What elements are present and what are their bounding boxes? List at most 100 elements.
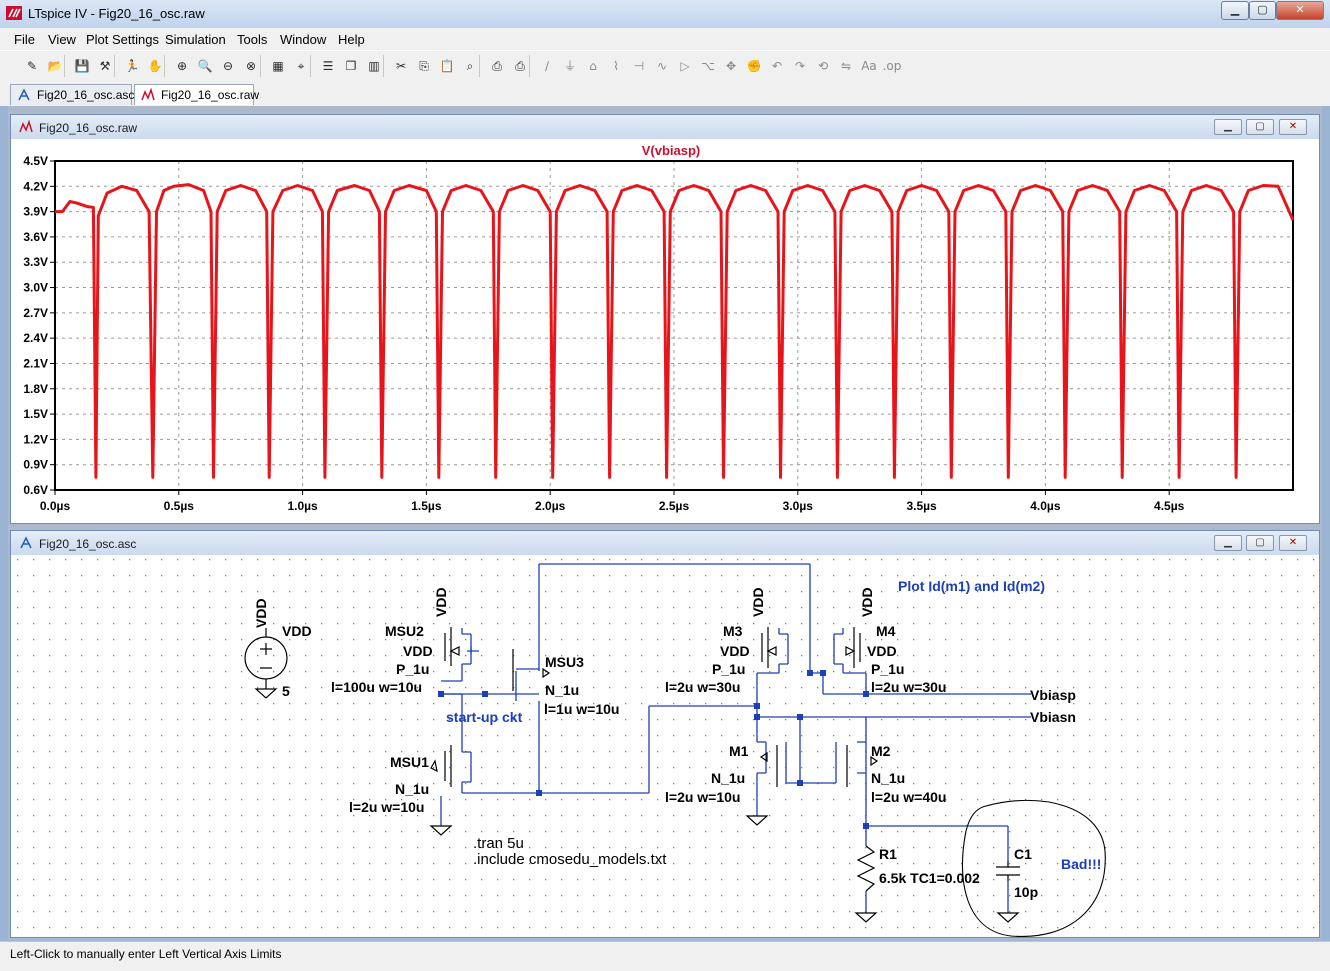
menu-tools[interactable]: Tools bbox=[237, 32, 268, 47]
m3-model[interactable]: P_1u bbox=[712, 661, 745, 677]
m4-model[interactable]: P_1u bbox=[871, 661, 904, 677]
y-tick-label[interactable]: 3.9V bbox=[23, 205, 48, 219]
msu1-model[interactable]: N_1u bbox=[395, 781, 429, 797]
diode-icon[interactable]: ▷ bbox=[680, 59, 690, 73]
msu3-name[interactable]: MSU3 bbox=[545, 654, 584, 670]
control-panel-icon[interactable]: ⚒ bbox=[99, 59, 111, 73]
waveform-maximize-button[interactable]: ▢ bbox=[1246, 119, 1274, 135]
pan-icon[interactable]: ✋ bbox=[147, 59, 163, 73]
y-tick-label[interactable]: 0.9V bbox=[23, 458, 48, 472]
capacitor-icon[interactable]: ⊣ bbox=[633, 59, 645, 73]
minimize-button[interactable]: ▁ bbox=[1221, 1, 1249, 20]
cascade-icon[interactable]: ❐ bbox=[345, 59, 357, 73]
x-tick-label[interactable]: 2.0µs bbox=[535, 499, 566, 513]
drag-icon[interactable]: ✊ bbox=[746, 59, 762, 73]
menu-help[interactable]: Help bbox=[338, 32, 365, 47]
schematic-minimize-button[interactable]: ▁ bbox=[1214, 535, 1242, 551]
resistor-icon[interactable]: ⌇ bbox=[613, 59, 619, 73]
zoom-cancel-icon[interactable]: ⊗ bbox=[245, 59, 257, 73]
plot-comment[interactable]: Plot Id(m1) and Id(m2) bbox=[898, 578, 1045, 594]
y-tick-label[interactable]: 0.6V bbox=[23, 483, 48, 497]
run-icon[interactable]: 🏃 bbox=[124, 59, 140, 73]
msu1-size[interactable]: l=2u w=10u bbox=[349, 799, 424, 815]
vdd-source-name[interactable]: VDD bbox=[282, 623, 312, 639]
y-tick-label[interactable]: 1.8V bbox=[23, 382, 48, 396]
y-tick-label[interactable]: 3.6V bbox=[23, 230, 48, 244]
inductor-icon[interactable]: ∿ bbox=[656, 59, 668, 73]
y-tick-label[interactable]: 2.4V bbox=[23, 331, 48, 345]
m1-name[interactable]: M1 bbox=[729, 743, 749, 759]
rotate-icon[interactable]: ⟲ bbox=[817, 59, 829, 73]
m3-vdd-flag[interactable]: VDD bbox=[750, 587, 766, 617]
vdd-source-value[interactable]: 5 bbox=[282, 683, 290, 699]
schematic-canvas[interactable]: VDD VDD 5 VDD MSU2 VDD P_1u l=100u w=10u… bbox=[11, 555, 1319, 937]
x-tick-label[interactable]: 3.5µs bbox=[906, 499, 937, 513]
m4-size[interactable]: l=2u w=30u bbox=[871, 679, 946, 695]
y-tick-label[interactable]: 3.3V bbox=[23, 255, 48, 269]
mirror-icon[interactable]: ⇋ bbox=[840, 59, 852, 73]
m2-model[interactable]: N_1u bbox=[871, 770, 905, 786]
msu2-model[interactable]: P_1u bbox=[396, 661, 429, 677]
copy-icon[interactable]: ⎘ bbox=[419, 59, 429, 73]
menu-window[interactable]: Window bbox=[280, 32, 327, 47]
net-label-vbiasn[interactable]: Vbiasn bbox=[1030, 709, 1076, 725]
msu2-vdd-flag[interactable]: VDD bbox=[433, 587, 449, 617]
waveform-minimize-button[interactable]: ▁ bbox=[1214, 119, 1242, 135]
redo-icon[interactable]: ↷ bbox=[794, 59, 806, 73]
schematic-close-button[interactable]: ✕ bbox=[1279, 535, 1307, 551]
waveform-plot[interactable]: V(vbiasp) 0.6V0.9V1.2V1.5V1.8V2.1V2.4V2.… bbox=[11, 139, 1319, 523]
m4-body-label[interactable]: VDD bbox=[867, 643, 897, 659]
save-icon[interactable]: 💾 bbox=[74, 59, 90, 73]
move-icon[interactable]: ✥ bbox=[725, 59, 737, 73]
trace-vbiasp[interactable] bbox=[55, 183, 1295, 479]
x-tick-label[interactable]: 2.5µs bbox=[659, 499, 690, 513]
x-tick-label[interactable]: 0.5µs bbox=[164, 499, 195, 513]
new-schematic-icon[interactable]: ✎ bbox=[26, 59, 38, 73]
vdd-flag-label[interactable]: VDD bbox=[253, 598, 269, 628]
find-icon[interactable]: ⌕ bbox=[466, 59, 474, 73]
r1-name[interactable]: R1 bbox=[879, 846, 897, 862]
m3-body-label[interactable]: VDD bbox=[720, 643, 750, 659]
m2-name[interactable]: M2 bbox=[871, 743, 891, 759]
y-tick-label[interactable]: 1.2V bbox=[23, 432, 48, 446]
x-tick-label[interactable]: 0.0µs bbox=[40, 499, 71, 513]
autorange-icon[interactable]: ▦ bbox=[272, 59, 284, 73]
undo-icon[interactable]: ↶ bbox=[771, 59, 783, 73]
c1-name[interactable]: C1 bbox=[1014, 846, 1032, 862]
r1-value[interactable]: 6.5k TC1=0.002 bbox=[879, 870, 980, 886]
cut-icon[interactable]: ✂ bbox=[395, 59, 407, 73]
msu2-name[interactable]: MSU2 bbox=[385, 623, 424, 639]
paste-icon[interactable]: 📋 bbox=[439, 59, 455, 73]
net-label-vbiasp[interactable]: Vbiasp bbox=[1030, 687, 1076, 703]
x-tick-label[interactable]: 4.5µs bbox=[1154, 499, 1185, 513]
y-tick-label[interactable]: 2.7V bbox=[23, 306, 48, 320]
schematic-maximize-button[interactable]: ▢ bbox=[1246, 535, 1274, 551]
x-tick-label[interactable]: 1.5µs bbox=[411, 499, 442, 513]
y-tick-label[interactable]: 2.1V bbox=[23, 356, 48, 370]
label-icon[interactable]: ⌂ bbox=[589, 59, 597, 73]
msu2-size[interactable]: l=100u w=10u bbox=[331, 679, 422, 695]
y-axis-ticks[interactable]: 0.6V0.9V1.2V1.5V1.8V2.1V2.4V2.7V3.0V3.3V… bbox=[23, 154, 55, 497]
m2-size[interactable]: l=2u w=40u bbox=[871, 789, 946, 805]
print-icon[interactable]: ⎙ bbox=[515, 59, 525, 73]
m3-size[interactable]: l=2u w=30u bbox=[665, 679, 740, 695]
trace-label-vbiasp[interactable]: V(vbiasp) bbox=[642, 143, 701, 158]
c1-value[interactable]: 10p bbox=[1014, 884, 1038, 900]
tab-schematic[interactable]: Fig20_16_osc.asc bbox=[10, 84, 134, 105]
menu-view[interactable]: View bbox=[48, 32, 76, 47]
y-tick-label[interactable]: 4.2V bbox=[23, 179, 48, 193]
m3-name[interactable]: M3 bbox=[723, 623, 743, 639]
open-icon[interactable]: 📂 bbox=[47, 59, 63, 73]
zoom-in-icon[interactable]: ⊕ bbox=[176, 59, 188, 73]
msu1-name[interactable]: MSU1 bbox=[390, 754, 429, 770]
y-tick-label[interactable]: 3.0V bbox=[23, 281, 48, 295]
m1-size[interactable]: l=2u w=10u bbox=[665, 789, 740, 805]
m1-model[interactable]: N_1u bbox=[711, 770, 745, 786]
msu2-body-label[interactable]: VDD bbox=[403, 643, 433, 659]
text-icon[interactable]: Aa bbox=[861, 59, 877, 73]
msu3-size[interactable]: l=1u w=10u bbox=[544, 701, 619, 717]
print-setup-icon[interactable]: ⎙ bbox=[492, 59, 502, 73]
include-directive[interactable]: .include cmosedu_models.txt bbox=[473, 851, 667, 868]
mark-icon[interactable]: ⌖ bbox=[297, 59, 305, 73]
